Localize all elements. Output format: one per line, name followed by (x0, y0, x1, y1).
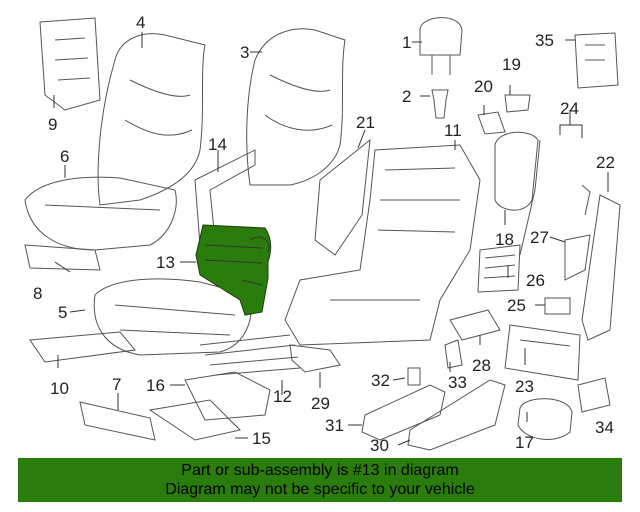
part-21-drawing (314, 138, 371, 256)
part-7-drawing (79, 401, 156, 441)
callout-9: 9 (48, 115, 57, 134)
callout-4: 4 (136, 13, 145, 32)
part-28-drawing (449, 309, 501, 341)
callout-25: 25 (507, 296, 526, 315)
callout-3: 3 (240, 43, 249, 62)
part-10-drawing (29, 331, 136, 363)
callout-6: 6 (60, 147, 69, 166)
banner-line-2: Diagram may not be specific to your vehi… (165, 481, 475, 498)
callout-5: 5 (58, 303, 67, 322)
part-9-drawing (39, 17, 101, 111)
callout-22: 22 (596, 153, 615, 172)
callout-29: 29 (311, 394, 330, 413)
part-15-drawing (148, 399, 241, 441)
callout-8: 8 (33, 284, 42, 303)
part-3-drawing (246, 28, 346, 186)
part-24-drawing (519, 139, 591, 256)
callout-10: 10 (50, 379, 69, 398)
part-31-drawing (361, 384, 446, 441)
callout-35: 35 (535, 31, 554, 50)
part-8-drawing (24, 244, 101, 271)
part-30-drawing (407, 379, 506, 451)
callout-11: 11 (444, 121, 462, 140)
callout-31: 31 (325, 416, 344, 435)
info-banner: Part or sub-assembly is #13 in diagram D… (18, 458, 622, 502)
part-13-shape (195, 224, 272, 316)
part-5-drawing (93, 278, 252, 356)
callout-27: 27 (530, 228, 549, 247)
part-13-highlight (195, 224, 272, 316)
part-23-drawing (504, 324, 581, 381)
callout-28: 28 (472, 356, 491, 375)
callout-1: 1 (402, 33, 411, 52)
banner-line-1: Part or sub-assembly is #13 in diagram (181, 462, 459, 479)
callout-16: 16 (146, 376, 165, 395)
callout-12: 12 (273, 387, 292, 406)
part-6-drawing (24, 176, 177, 251)
callout-32: 32 (371, 371, 390, 390)
callout-17: 17 (515, 433, 534, 452)
callout-26: 26 (526, 271, 545, 290)
part-16-drawing (184, 371, 271, 421)
callout-19: 19 (502, 55, 521, 74)
part-13-detail-lines (204, 236, 270, 286)
leader-lines (53, 32, 609, 446)
callout-34: 34 (595, 418, 614, 437)
callout-14: 14 (208, 135, 227, 154)
callout-2: 2 (402, 87, 411, 106)
part-4-drawing (97, 33, 206, 206)
callout-30: 30 (370, 436, 389, 455)
callout-7: 7 (112, 375, 121, 394)
part-1-drawing (419, 17, 463, 75)
callout-15: 15 (252, 429, 271, 448)
callout-24: 24 (560, 99, 579, 118)
callout-33: 33 (448, 373, 467, 392)
callout-23: 23 (515, 377, 534, 396)
part-26-drawing (477, 244, 521, 293)
part-32-drawing (407, 367, 421, 386)
part-25-drawing (544, 297, 571, 315)
parts-diagram: 1 2 3 4 5 6 7 8 9 10 11 12 13 14 15 16 1… (24, 13, 621, 455)
callout-20: 20 (474, 77, 493, 96)
part-22-drawing (581, 194, 621, 341)
part-12-drawing (199, 334, 301, 376)
part-19-drawing (504, 94, 531, 113)
callout-21: 21 (356, 113, 375, 132)
callout-13: 13 (156, 253, 175, 272)
part-35-drawing (574, 32, 619, 89)
part-2-drawing (431, 89, 449, 119)
part-34-drawing (577, 377, 611, 413)
part-17-drawing (517, 398, 573, 440)
part-18-drawing (494, 131, 539, 211)
part-33-drawing (444, 339, 463, 369)
part-29-drawing (289, 344, 341, 373)
part-20-drawing (477, 111, 506, 135)
callout-18: 18 (495, 230, 514, 249)
part-27-drawing (564, 234, 591, 281)
part-11-drawing (284, 144, 481, 346)
